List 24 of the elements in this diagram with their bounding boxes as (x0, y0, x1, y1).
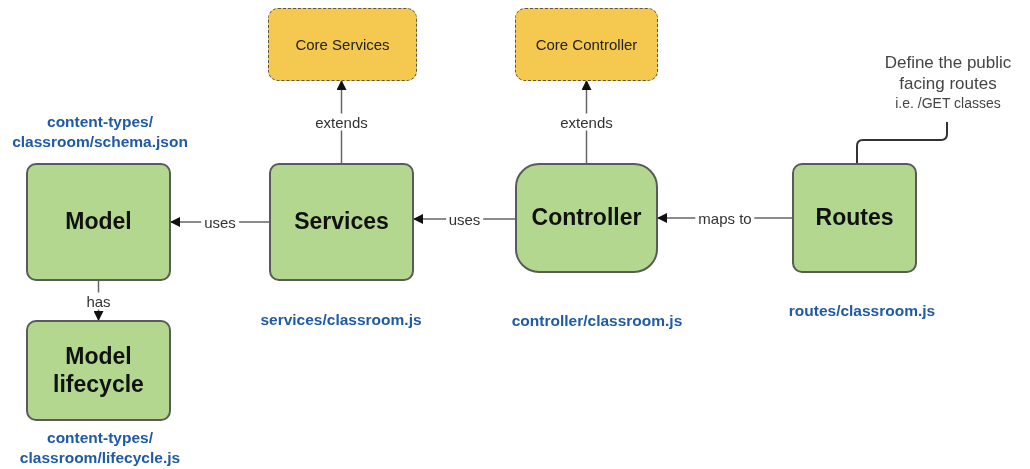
leader-line (856, 121, 948, 164)
file-path-label: routes/classroom.js (787, 301, 937, 321)
process-box (26, 163, 171, 281)
node-title: Routes (815, 204, 894, 232)
node-title: Controller (531, 204, 642, 232)
file-path-label: content-types/ classroom/schema.json (11, 112, 189, 153)
file-path-label: services/classroom.js (259, 310, 423, 330)
node-title: Model (65, 208, 132, 236)
dashed-box (515, 8, 658, 81)
file-path-label: controller/classroom.js (510, 311, 684, 331)
node-title: Model lifecycle (52, 342, 145, 399)
process-box (515, 163, 658, 273)
node-title: Core Services (295, 36, 390, 53)
note-example: i.e. /GET classes (895, 94, 1001, 112)
edge-label: extends (557, 113, 616, 131)
file-path-label: content-types/ classroom/lifecycle.js (18, 428, 182, 469)
dashed-box (268, 8, 417, 81)
process-box (269, 163, 414, 281)
process-box (26, 320, 171, 421)
edge-label: extends (312, 113, 371, 131)
note-text: Define the public facing routes (883, 52, 1013, 95)
node-title: Services (294, 208, 389, 236)
node-title: Core Controller (535, 36, 638, 53)
process-box (792, 163, 917, 273)
